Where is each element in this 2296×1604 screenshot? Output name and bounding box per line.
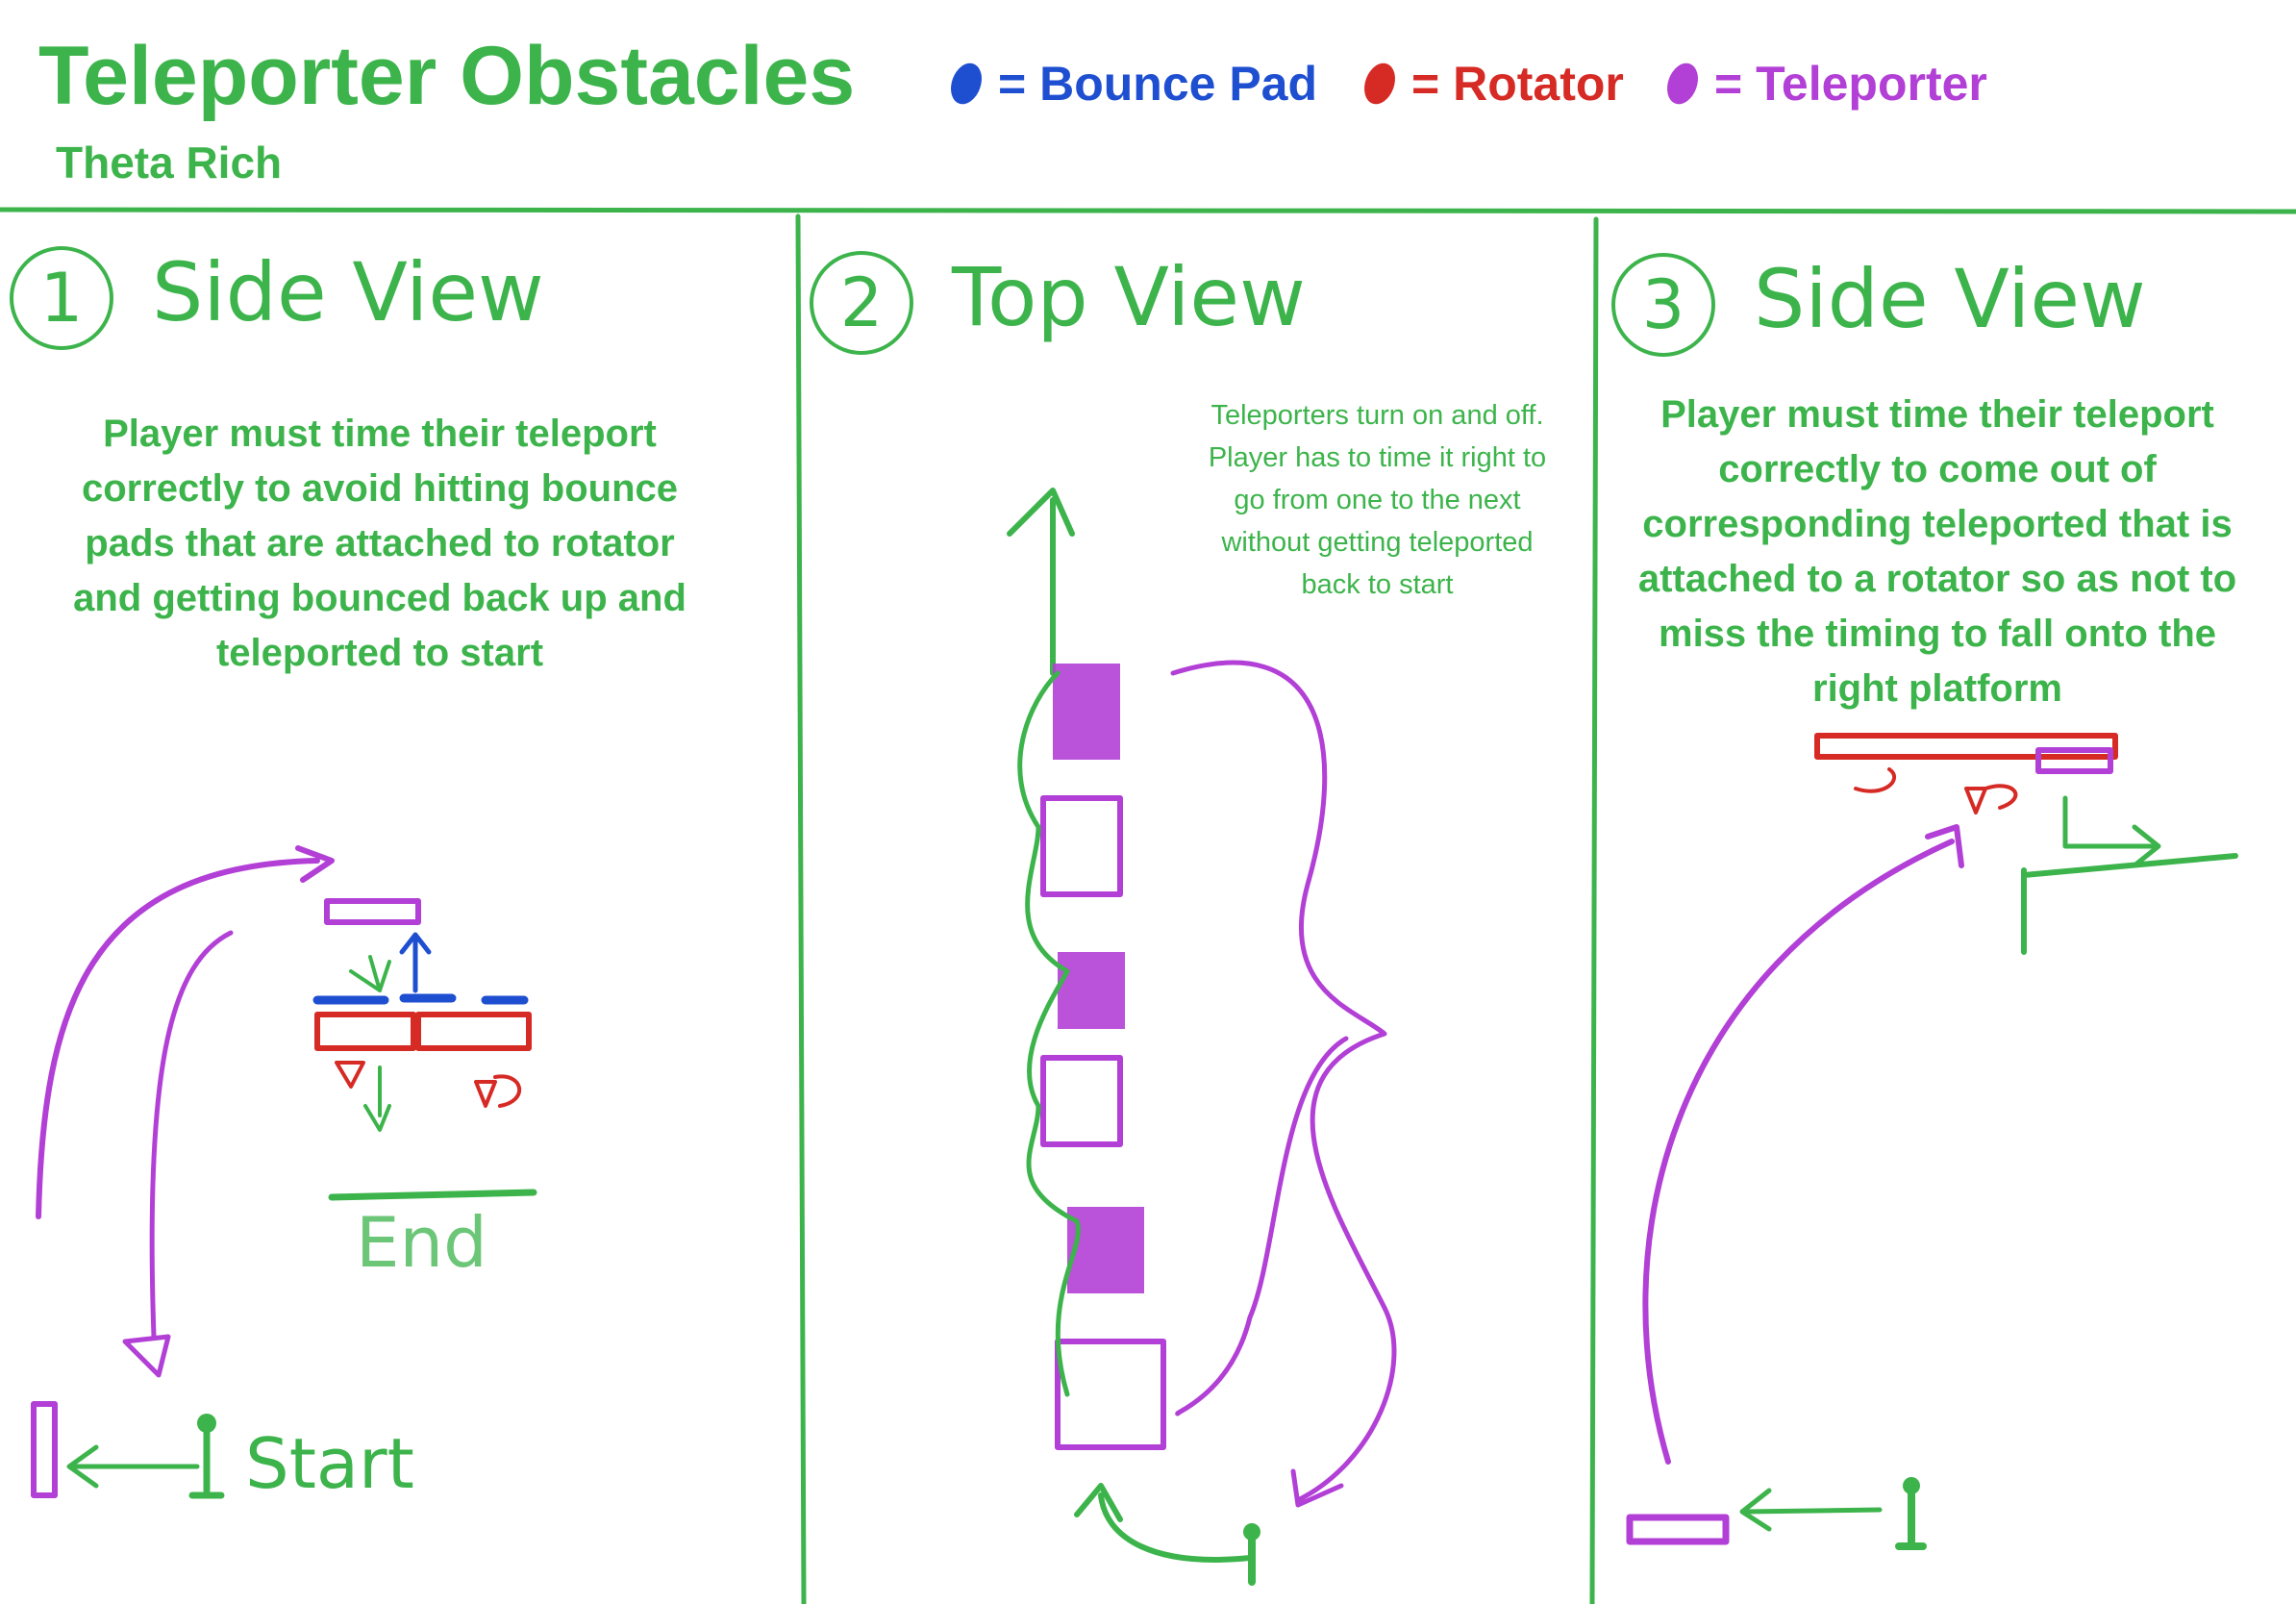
rotation-icon — [474, 1074, 521, 1108]
page-title: Teleporter Obstacles — [38, 30, 856, 122]
arrow-left-icon — [1739, 1488, 1883, 1532]
teleporter-active — [1067, 1207, 1144, 1293]
rotation-icon — [1854, 767, 2018, 815]
teleporter-active — [1053, 664, 1120, 760]
author-name: Theta Rich — [56, 138, 283, 188]
player-path — [1017, 670, 1081, 1397]
start-teleporter — [31, 1401, 58, 1498]
start-teleporter — [1626, 1514, 1730, 1545]
legend-rotator: = Rotator — [1359, 56, 1624, 112]
rotator-platform — [314, 1012, 416, 1051]
player-head — [1243, 1523, 1260, 1541]
teleporter-active — [1058, 952, 1125, 1029]
legend-label: = Teleporter — [1714, 57, 1987, 111]
end-label: End — [356, 1202, 487, 1283]
legend-teleporter: = Teleporter — [1661, 56, 1987, 112]
panel-title: Top View — [952, 250, 1306, 344]
rotator-platform — [1814, 733, 2118, 760]
drop-arrow-icon — [2062, 795, 2161, 868]
rotator-platform — [415, 1012, 532, 1051]
teleport-path-arc — [36, 858, 320, 1219]
return-loop — [1175, 1036, 1349, 1416]
end-platform — [328, 1189, 537, 1201]
player-head — [1903, 1477, 1920, 1494]
teleport-path-arc — [1642, 839, 1955, 1465]
panel-1-heading: 1 Side View — [10, 245, 544, 351]
player-head — [197, 1414, 216, 1433]
teleporter-inactive — [1055, 1339, 1166, 1450]
teleporter-inactive — [1040, 795, 1123, 897]
legend-label: = Bounce Pad — [998, 57, 1318, 111]
panel-2-sketch — [1007, 488, 1397, 1586]
panel-title: Side View — [1754, 252, 2146, 346]
panel-3-note: Player must time their teleport correctl… — [1637, 393, 2237, 710]
player-icon — [1895, 1487, 1927, 1550]
start-label: Start — [245, 1423, 414, 1504]
drop-arrow-icon — [349, 955, 391, 992]
arrowhead-icon — [295, 845, 335, 883]
rotation-icon — [335, 1061, 365, 1089]
arrowhead-icon — [122, 1334, 171, 1378]
legend-bounce-pad: = Bounce Pad — [945, 56, 1318, 112]
panel-3-heading: 3 Side View — [1611, 252, 2146, 358]
arrow-left-icon — [66, 1444, 200, 1489]
panel-2-heading: 2 Top View — [810, 250, 1306, 356]
panel-3-sketch — [1626, 733, 2238, 1550]
panel-number: 3 — [1611, 253, 1715, 358]
exit-arrow-icon — [1007, 488, 1075, 676]
bounce-arrow-up-icon — [399, 932, 432, 993]
panel-2-note: Teleporters turn on and off. Player has … — [1208, 400, 1547, 600]
arrowhead-icon — [1290, 1468, 1344, 1508]
teleporter-platform — [324, 898, 421, 925]
panel-1-sketch — [31, 845, 537, 1499]
drop-arrow-icon — [363, 1065, 391, 1132]
panel-title: Side View — [152, 245, 544, 339]
panel-1-note: Player must time their teleport correctl… — [73, 413, 686, 674]
teleporter-inactive — [1040, 1055, 1123, 1147]
panel-number: 2 — [810, 251, 913, 356]
arrowhead-icon — [1925, 824, 1964, 868]
player-icon — [188, 1424, 225, 1499]
panel-number: 1 — [10, 246, 113, 351]
panel-dividers — [0, 207, 2296, 1604]
legend-label: = Rotator — [1411, 57, 1624, 111]
return-loop — [1170, 660, 1397, 1503]
entry-arrow-icon — [1074, 1483, 1253, 1563]
teleporter-platform — [2035, 747, 2113, 774]
return-path-arc — [149, 930, 234, 1340]
target-platform — [2021, 853, 2238, 955]
